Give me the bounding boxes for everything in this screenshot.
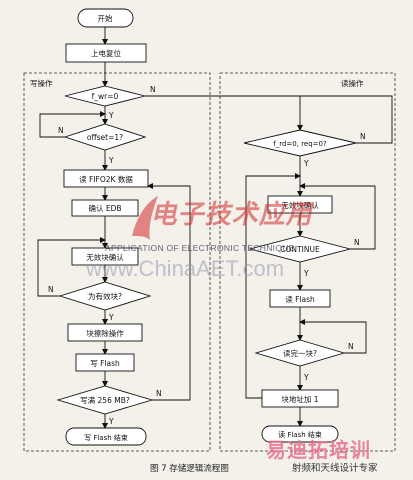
full-256-no: N (156, 389, 162, 398)
watermark-english: APPLICATION OF ELECTRONIC TECHNIQUE (105, 243, 295, 253)
start-node (77, 8, 134, 28)
valid-block-label: 为有效块? (88, 291, 122, 301)
continue-label: CONTINUE (280, 245, 320, 254)
write-cond-label: f_wr=0 (92, 92, 119, 101)
write-flash-label: 写 Flash (90, 359, 120, 368)
read-flash-label: 读 Flash (285, 294, 315, 304)
write-end-node (65, 427, 147, 446)
power-reset-box (65, 43, 147, 63)
start-label: 开始 (98, 13, 113, 23)
full-256-yes: Y (108, 417, 114, 426)
figure-caption: 图 7 存储逻辑流程图 (150, 464, 229, 474)
read-cond-no: N (360, 132, 366, 141)
write-operation-group (23, 72, 211, 452)
watermark-url: www.ChinaAET.com (86, 256, 285, 281)
read-fifo-box (63, 169, 149, 188)
offset-label: offset=1? (87, 133, 123, 142)
read-end-label: 读 Flash 结束 (278, 430, 322, 439)
read-group-label: 读操作 (341, 78, 364, 88)
read-one-block-no: N (348, 342, 354, 351)
brand-name: 易迪拓培训 (266, 438, 371, 462)
read-one-block-yes: Y (303, 373, 309, 382)
read-invalid-confirm-label: 无效块确认 (281, 200, 319, 210)
full-256-label: 写满 256 MB? (80, 395, 130, 405)
valid-block-no: N (48, 285, 54, 294)
write-group-label: 写操作 (30, 78, 53, 88)
read-fifo-label: 读 FIFO2K 数据 (79, 174, 133, 184)
valid-block-yes: Y (108, 313, 114, 322)
block-addr-inc-label: 块地址加 1 (281, 394, 318, 404)
brand-subtitle: 射频和天线设计专家 (292, 463, 378, 474)
read-cond-label: f_rd=0, req=0? (273, 140, 327, 148)
continue-yes: Y (303, 269, 309, 278)
watermark-logo-icon (132, 196, 158, 240)
read-one-block-label: 读完一块? (283, 348, 317, 358)
write-cond-no: N (150, 85, 156, 94)
write-invalid-confirm-label: 无效块确认 (86, 252, 124, 262)
confirm-edb-label: 确认 EDB (88, 203, 121, 213)
continue-no: N (354, 238, 360, 247)
offset-yes: Y (108, 156, 114, 165)
write-end-label: 写 Flash 结束 (84, 433, 128, 442)
read-end-node (261, 425, 339, 443)
read-cond-yes: Y (303, 159, 309, 168)
read-operation-group (219, 72, 396, 452)
power-reset-label: 上电复位 (91, 48, 121, 58)
write-cond-yes: Y (108, 111, 114, 120)
watermark-chinese: 电子技术应用 (149, 200, 318, 230)
block-erase-label: 块擦除操作 (86, 328, 124, 338)
offset-no: N (58, 126, 64, 135)
